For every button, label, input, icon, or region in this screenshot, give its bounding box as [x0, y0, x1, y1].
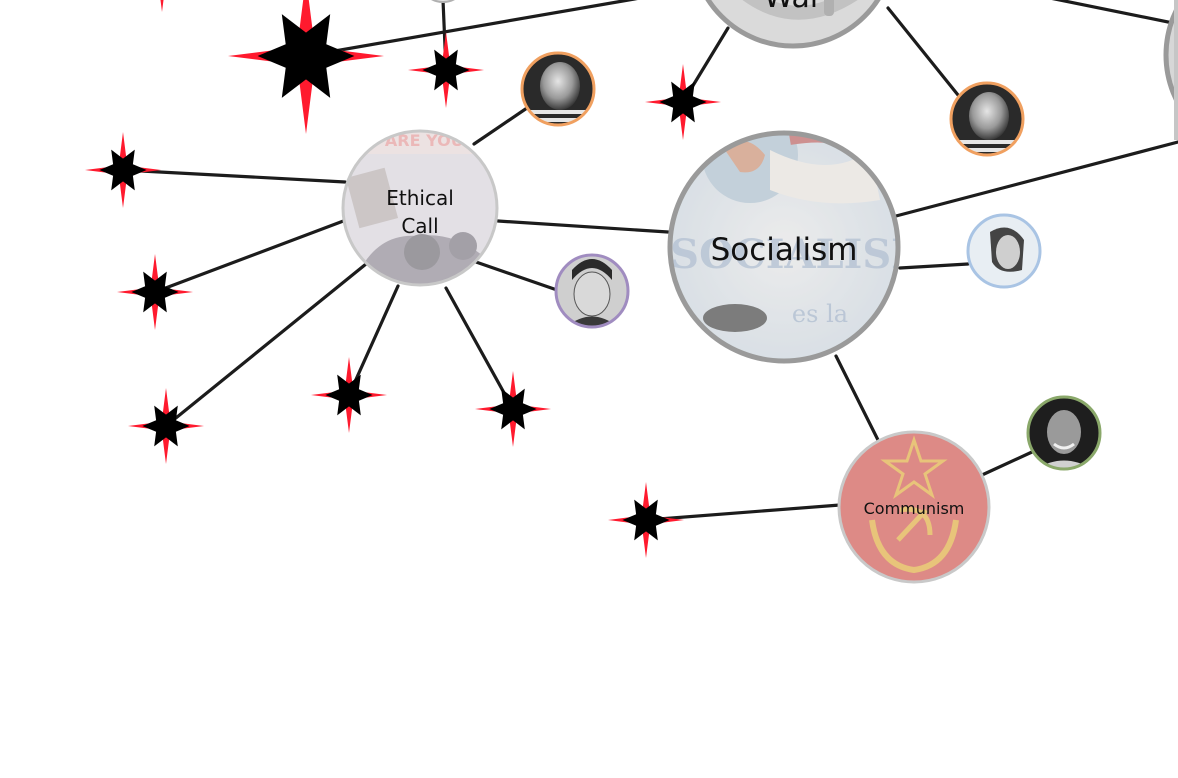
- edge: [474, 260, 559, 292]
- poster-text-2: es la: [792, 300, 848, 328]
- compass-star-icon[interactable]: [117, 254, 193, 330]
- edge: [444, 286, 515, 411]
- edge: [347, 284, 400, 397]
- compass-star-icon[interactable]: [311, 357, 387, 433]
- edge: [1051, 0, 1178, 26]
- edge: [980, 450, 1034, 477]
- edge: [898, 262, 970, 270]
- star-emblem-icon: [880, 435, 948, 499]
- edge: [886, 6, 960, 97]
- edge: [834, 354, 882, 446]
- edge: [304, 0, 638, 58]
- topic-label-war: War: [764, 0, 823, 15]
- compass-star-icon[interactable]: [128, 388, 204, 464]
- compass-star-icon[interactable]: [85, 132, 161, 208]
- person-portrait-icon: [573, 271, 611, 317]
- edge: [644, 503, 842, 522]
- topic-label-socialism: Socialism: [711, 232, 858, 268]
- edge: [894, 140, 1178, 218]
- edge: [496, 219, 670, 234]
- topic-label-ethical-call-line2: Call: [401, 214, 438, 238]
- edge: [121, 168, 347, 184]
- edge: [153, 218, 348, 294]
- compass-star-icon[interactable]: [645, 64, 721, 140]
- compass-star-icon[interactable]: [228, 0, 384, 134]
- edge: [164, 262, 368, 428]
- person-node[interactable]: [949, 81, 1025, 157]
- person-portrait-icon: [969, 92, 1009, 140]
- topic-node-offscreen-right: [1163, 0, 1178, 140]
- person-node[interactable]: [966, 213, 1042, 289]
- topic-label-ethical-call-line1: Ethical: [386, 186, 454, 210]
- person-portrait-icon: [540, 62, 580, 110]
- topic-node-war[interactable]: War: [690, 0, 896, 49]
- person-node[interactable]: [554, 253, 630, 329]
- person-portrait-icon: [1047, 410, 1081, 454]
- compass-star-icon[interactable]: [475, 371, 551, 447]
- person-node[interactable]: [1026, 395, 1102, 471]
- edge: [472, 106, 529, 146]
- topic-node-communism[interactable]: Communism: [837, 430, 991, 584]
- compass-star-icon[interactable]: [128, 0, 196, 12]
- poster-text: EL SOCIALISMO: [598, 231, 971, 278]
- star-nodes: [85, 0, 721, 558]
- edges: [121, 0, 1178, 522]
- person-portrait-icon: [996, 235, 1020, 269]
- compass-star-icon[interactable]: [408, 32, 484, 108]
- offscreen-node: [431, 0, 455, 3]
- compass-star-icon[interactable]: [608, 482, 684, 558]
- person-node[interactable]: [520, 51, 596, 127]
- topic-node-socialism[interactable]: EL SOCIALISMO es la Socialism: [598, 107, 971, 364]
- topic-label-communism: Communism: [864, 499, 965, 518]
